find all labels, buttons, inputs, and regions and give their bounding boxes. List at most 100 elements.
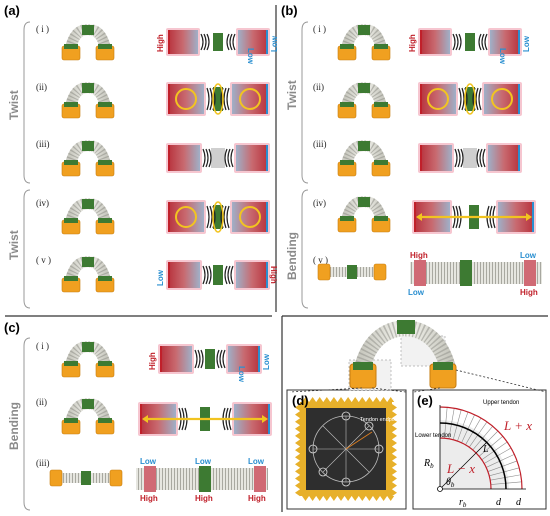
row-label-c-i: ( i ) xyxy=(36,341,49,351)
long-segment xyxy=(460,260,472,286)
row-label-b-iv: (iv) xyxy=(313,198,326,208)
robot-spring-ribs xyxy=(64,24,112,52)
module-center xyxy=(211,148,225,168)
spring-coil xyxy=(226,87,230,111)
robot-mid-module xyxy=(81,471,91,485)
robot-spring-ribs xyxy=(64,82,112,110)
panel-b-label: (b) xyxy=(281,3,298,18)
gear-tooth xyxy=(351,496,359,501)
gear-tooth xyxy=(358,496,366,501)
robot-end-right xyxy=(109,469,123,487)
robot-b-v xyxy=(317,263,387,281)
robot-foot-right-cap xyxy=(374,216,388,221)
gear-tooth xyxy=(392,460,397,468)
robot-b-i xyxy=(337,24,391,61)
side-label-b1: Twist xyxy=(285,80,299,110)
gear-tooth xyxy=(316,397,324,402)
twist-arrow-right xyxy=(239,88,261,110)
robot-top-module xyxy=(82,141,94,151)
robot-foot-right-cap xyxy=(98,418,112,423)
module-right xyxy=(228,346,260,372)
gear-tooth xyxy=(365,496,373,501)
robot-foot-left-cap xyxy=(340,160,354,165)
robot-b-iv xyxy=(337,196,391,233)
label-low-mid: Low xyxy=(246,48,255,65)
long-label-bottom: High xyxy=(248,494,266,503)
module-center xyxy=(465,87,475,111)
gear-tooth xyxy=(295,425,300,433)
tendon-endpoints-label: Tendon endpoints xyxy=(360,417,404,423)
robot-top-module xyxy=(358,83,370,93)
spring-coil xyxy=(478,33,482,51)
long-segment xyxy=(254,466,266,492)
long-label-top: Low xyxy=(140,457,157,466)
bend-arrow-head-left xyxy=(142,415,148,423)
panel-c-label: (c) xyxy=(4,320,20,335)
spring-coil xyxy=(209,205,213,229)
gear-tooth xyxy=(392,425,397,433)
panel-d: Tendon endpoints (d) xyxy=(286,389,407,510)
row-label-a-iii: (iii) xyxy=(36,139,50,149)
panel-dividers xyxy=(5,5,548,512)
spring-coil xyxy=(200,349,204,369)
spring-coil xyxy=(475,87,479,111)
row-label-b-v: ( v ) xyxy=(313,255,328,265)
robot-top-module xyxy=(82,257,94,267)
theta-label: θb xyxy=(446,477,455,489)
panel-b: (b) Twist Bending ( i ) (ii) (iii) (iv) … xyxy=(281,3,328,309)
gear-tooth xyxy=(392,404,397,411)
robot-top-module xyxy=(82,83,94,93)
modules-c-ii xyxy=(138,402,272,436)
top-module xyxy=(397,320,415,334)
long-segment xyxy=(199,466,211,492)
panel-a: (a) Twist Twist ( i ) (ii) (iii) (iv) ( … xyxy=(4,3,51,309)
robot-foot-left-cap xyxy=(340,102,354,107)
gear-tooth xyxy=(323,496,331,501)
label-low-right: Low xyxy=(522,35,531,52)
spring-coil xyxy=(482,148,486,168)
twist-arrow-left xyxy=(427,88,449,110)
tendon-endpoints xyxy=(308,411,384,487)
module-right xyxy=(238,30,268,54)
robot-foot-left-cap xyxy=(64,102,78,107)
gear-tooth xyxy=(295,404,300,411)
robot-foot-left-cap xyxy=(340,44,354,49)
upper-tendon-label: Upper tendon xyxy=(483,400,519,406)
spring-coil xyxy=(202,148,206,168)
tendon-endpoint xyxy=(364,421,374,431)
gear-tooth xyxy=(365,397,373,402)
spring-coil xyxy=(206,33,210,51)
label-high-left: High xyxy=(148,352,157,370)
gear-tooth xyxy=(392,432,397,440)
long-label-bottom: Low xyxy=(408,288,425,297)
spring-coil xyxy=(461,87,465,111)
module-right xyxy=(236,145,268,171)
robot-foot-left-cap xyxy=(340,216,354,221)
gear-tooth xyxy=(392,453,397,461)
side-label-a2: Twist xyxy=(7,230,21,260)
panel-e: (e) Upper tendon Lower tendon L + x L − … xyxy=(412,389,547,510)
bend-arrow-head-right xyxy=(262,415,268,423)
gear-tooth xyxy=(392,467,397,475)
gear-tooth xyxy=(344,496,352,501)
spring-coil xyxy=(229,33,233,51)
robot-a-iii xyxy=(61,140,115,177)
modules-b-ii xyxy=(418,82,522,116)
long-segment xyxy=(414,260,426,286)
arched-robot-overview xyxy=(289,319,547,393)
module-center xyxy=(463,148,477,168)
spring-coil xyxy=(205,148,209,168)
spring-coil xyxy=(206,87,210,111)
spring-coil xyxy=(227,148,231,168)
twist-arrow-left xyxy=(175,206,197,228)
twist-arrow-right xyxy=(491,88,513,110)
module-left xyxy=(168,262,200,288)
spring-coil xyxy=(455,33,459,51)
gear-tooth xyxy=(309,496,317,501)
spring-coil xyxy=(205,265,209,285)
row-label-a-v: ( v ) xyxy=(36,255,51,265)
spring-coil xyxy=(208,265,212,285)
robot-end-right xyxy=(373,263,387,281)
gear-tooth xyxy=(295,439,300,447)
